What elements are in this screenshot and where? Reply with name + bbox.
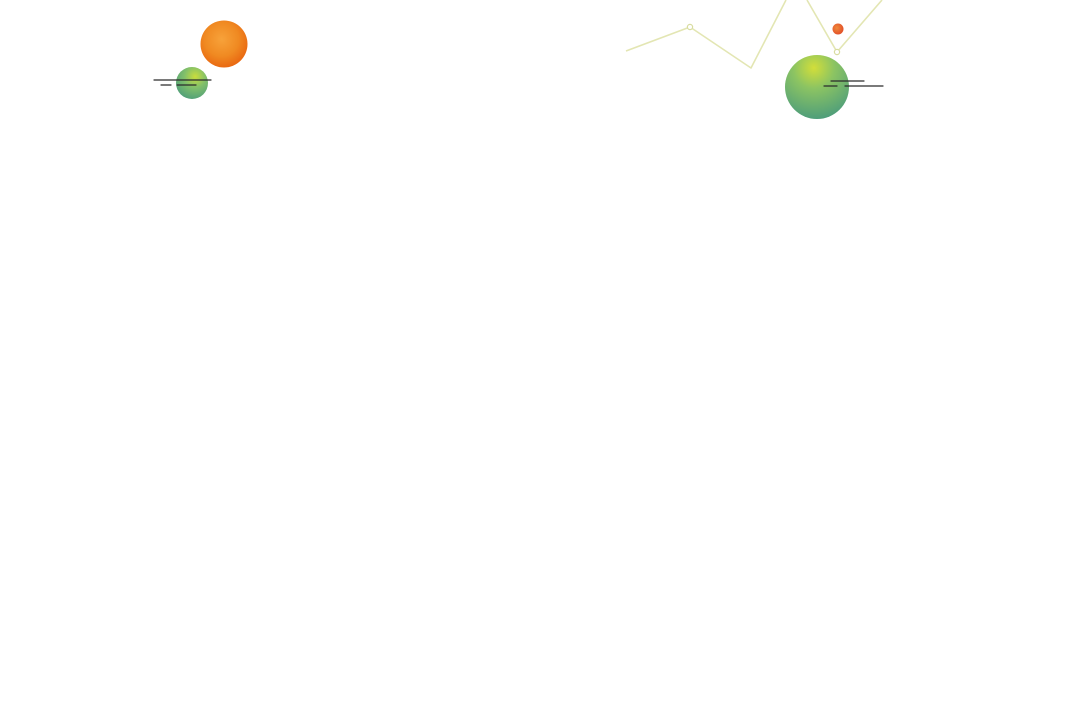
right-planet-cluster xyxy=(625,0,884,119)
right-horizon-dashes xyxy=(823,80,884,87)
orange-planet xyxy=(200,20,248,68)
green-planet-small xyxy=(176,67,208,99)
zigzag-line xyxy=(625,0,787,69)
left-planet-cluster xyxy=(153,20,248,99)
zigzag-line-right xyxy=(806,0,883,53)
green-planet-large xyxy=(785,55,849,119)
zigzag-node-icon xyxy=(686,23,694,31)
zigzag-node-icon xyxy=(833,48,841,56)
red-dot xyxy=(832,23,844,35)
left-horizon-dashes xyxy=(153,79,212,86)
